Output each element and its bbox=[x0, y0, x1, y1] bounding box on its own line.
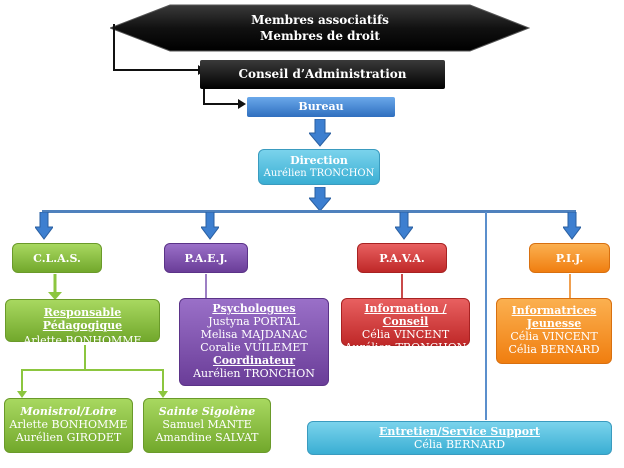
arrow-down-icon bbox=[395, 212, 413, 240]
members-associatifs-label: Membres associatifs bbox=[251, 13, 389, 27]
horizontal-connector bbox=[42, 210, 576, 213]
clas-responsable-box: Responsable Pédagogique Arlette BONHOMME bbox=[5, 299, 160, 347]
conseil-administration-label: Conseil d’Administration bbox=[238, 67, 407, 81]
pava-label: P.A.V.A. bbox=[379, 252, 425, 265]
vertical-connector-entretien bbox=[485, 212, 487, 420]
members-hexagon: Membres associatifs Membres de droit bbox=[170, 12, 470, 44]
informatrices-title: Informatrices bbox=[511, 304, 597, 317]
sainte-sigolene-name-1: Samuel MANTE bbox=[162, 418, 252, 431]
monistrol-name-2: Aurélien GIRODET bbox=[15, 431, 122, 444]
paej-label: P.A.E.J. bbox=[184, 252, 228, 265]
direction-box: Direction Aurélien TRONCHON bbox=[258, 149, 380, 185]
members-hexagon-shape bbox=[110, 4, 530, 52]
pij-box: P.I.J. bbox=[529, 243, 610, 273]
entretien-title: Entretien/Service Support bbox=[379, 425, 540, 438]
arrow-down-icon bbox=[201, 212, 219, 240]
entretien-box: Entretien/Service Support Célia BERNARD bbox=[307, 421, 612, 455]
pava-box: P.A.V.A. bbox=[357, 243, 447, 273]
pij-label: P.I.J. bbox=[555, 252, 584, 265]
members-droit-label: Membres de droit bbox=[260, 29, 380, 43]
arrow-down-icon bbox=[309, 119, 331, 147]
pava-name-2: Aurélien TRONCHON bbox=[344, 341, 467, 354]
paej-box: P.A.E.J. bbox=[164, 243, 248, 273]
arrow-down-icon bbox=[309, 187, 331, 212]
pij-staff-box: Informatrices Jeunesse Célia VINCENT Cél… bbox=[496, 298, 612, 364]
sainte-sigolene-title: Sainte Sigolène bbox=[158, 405, 256, 418]
psychologue-name-3: Coralie VUILEMET bbox=[200, 341, 308, 354]
jeunesse-title: Jeunesse bbox=[526, 317, 582, 330]
direction-title: Direction bbox=[290, 154, 348, 167]
coordinateur-title: Coordinateur bbox=[212, 354, 296, 367]
arrow-down-icon bbox=[35, 212, 53, 240]
psychologue-name-1: Justyna PORTAL bbox=[208, 315, 300, 328]
paej-staff-box: Psychologues Justyna PORTAL Melisa MAJDA… bbox=[179, 298, 329, 386]
bureau-label: Bureau bbox=[298, 100, 344, 113]
sainte-sigolene-box: Sainte Sigolène Samuel MANTE Amandine SA… bbox=[143, 398, 271, 453]
entretien-name: Célia BERNARD bbox=[413, 438, 506, 451]
pava-name-1: Célia VINCENT bbox=[361, 328, 450, 341]
coordinateur-name: Aurélien TRONCHON bbox=[193, 367, 315, 380]
monistrol-name-1: Arlette BONHOMME bbox=[9, 418, 128, 431]
clas-responsable-title: Responsable Pédagogique bbox=[42, 306, 123, 332]
arrow-down-icon bbox=[563, 212, 581, 240]
information-conseil-title: Information / Conseil bbox=[364, 302, 447, 328]
direction-name: Aurélien TRONCHON bbox=[263, 168, 375, 179]
pij-name-1: Célia VINCENT bbox=[510, 330, 598, 343]
monistrol-box: Monistrol/Loire Arlette BONHOMME Aurélie… bbox=[4, 398, 133, 453]
clas-label: C.L.A.S. bbox=[33, 252, 81, 265]
psychologue-name-2: Melisa MAJDANAC bbox=[200, 328, 308, 341]
sainte-sigolene-name-2: Amandine SALVAT bbox=[155, 431, 259, 444]
pava-staff-box: Information / Conseil Célia VINCENT Auré… bbox=[341, 298, 470, 354]
monistrol-title: Monistrol/Loire bbox=[20, 405, 117, 418]
bureau-box: Bureau bbox=[247, 97, 395, 117]
conseil-administration-box: Conseil d’Administration bbox=[200, 60, 445, 89]
clas-box: C.L.A.S. bbox=[12, 243, 102, 273]
clas-responsable-name: Arlette BONHOMME bbox=[23, 334, 142, 347]
pij-name-2: Célia BERNARD bbox=[508, 343, 600, 356]
psychologues-title: Psychologues bbox=[212, 302, 296, 315]
